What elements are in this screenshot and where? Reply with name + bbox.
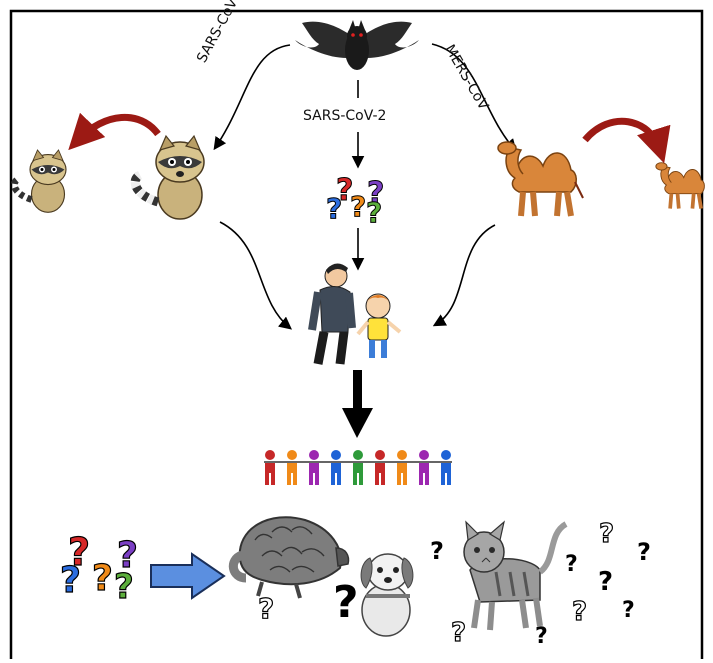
- svg-text:?: ?: [333, 577, 359, 628]
- svg-text:?: ?: [535, 624, 548, 649]
- question-marks-icon: ? ? ? ? ?: [326, 173, 385, 230]
- svg-text:?: ?: [350, 190, 366, 223]
- question-marks-icon-bottom: ? ? ? ? ?: [59, 529, 138, 607]
- camel-small-icon: [655, 162, 705, 209]
- red-arrow-right: [582, 117, 671, 164]
- crowd-icon: [264, 450, 452, 485]
- red-arrow-left: [68, 112, 161, 151]
- pangolin-icon: [228, 516, 350, 599]
- man-icon: [308, 263, 356, 365]
- raccoon-small-icon: [11, 149, 67, 213]
- svg-text:?: ?: [114, 567, 134, 607]
- arrow-bat-to-raccoon: [213, 44, 291, 151]
- svg-text:?: ?: [451, 618, 466, 648]
- camel-icon: [497, 141, 584, 217]
- svg-text:?: ?: [336, 173, 353, 208]
- svg-text:?: ?: [92, 558, 113, 599]
- svg-text:?: ?: [326, 192, 342, 225]
- svg-text:?: ?: [598, 567, 613, 597]
- thick-arrow-down: [342, 370, 373, 438]
- blue-arrow-icon: [150, 552, 226, 600]
- svg-text:?: ?: [565, 552, 578, 577]
- svg-text:?: ?: [258, 592, 274, 625]
- svg-text:?: ?: [622, 598, 635, 623]
- cat-icon: [463, 520, 568, 631]
- svg-text:?: ?: [366, 196, 382, 229]
- arrow-bat-to-camel: [431, 43, 517, 152]
- arrow-raccoon-to-humans: [219, 221, 292, 330]
- bat-icon: [295, 20, 419, 70]
- svg-text:?: ?: [572, 597, 587, 627]
- svg-text:?: ?: [60, 560, 81, 601]
- boy-icon: [356, 293, 402, 358]
- svg-text:?: ?: [367, 176, 384, 211]
- scattered-question-marks: ? ? ? ? ? ? ? ? ? ? ?: [257, 518, 651, 649]
- svg-text:?: ?: [599, 519, 614, 549]
- svg-text:?: ?: [430, 537, 444, 565]
- frame: [9, 9, 704, 659]
- svg-text:?: ?: [117, 535, 138, 576]
- svg-text:?: ?: [68, 530, 90, 574]
- arrow-camel-to-humans: [432, 224, 496, 327]
- dog-icon: [360, 553, 414, 637]
- raccoon-icon: [130, 134, 205, 220]
- sars-cov-2-label: SARS-CoV-2: [303, 108, 387, 124]
- svg-text:?: ?: [637, 538, 651, 566]
